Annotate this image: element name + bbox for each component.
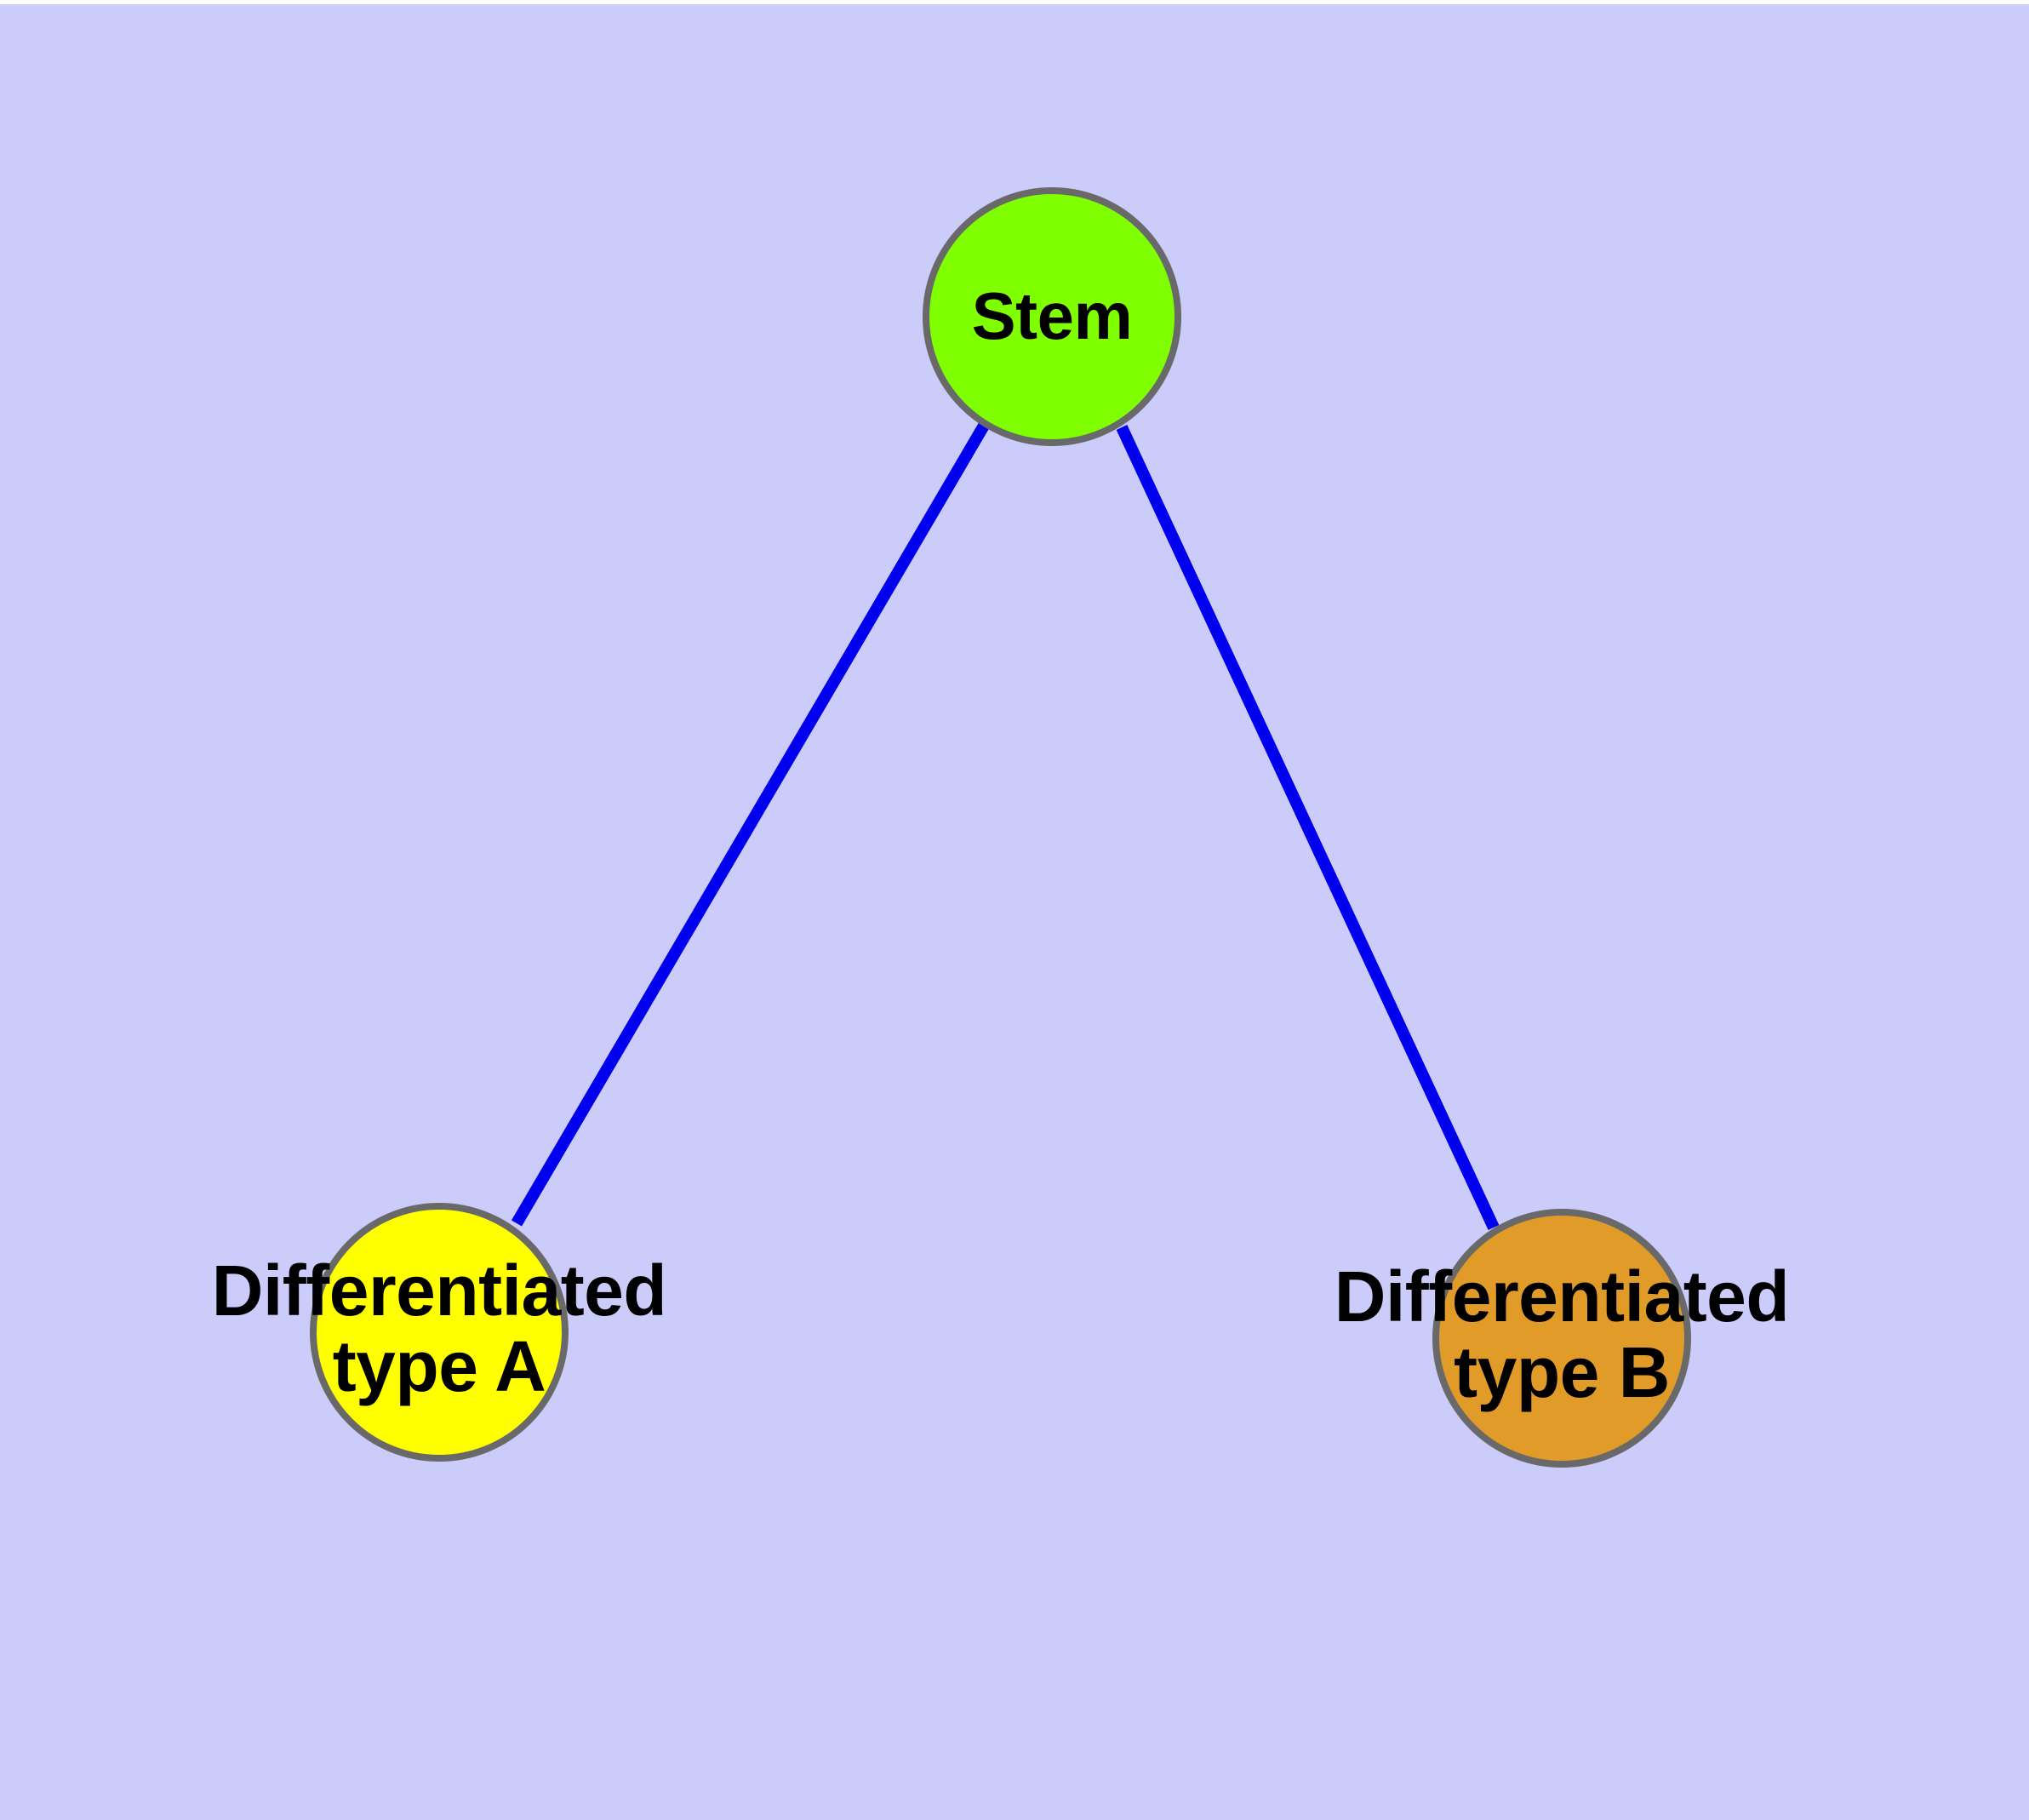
node-differentiated-type-a[interactable]: [310, 1203, 569, 1462]
node-differentiated-type-b[interactable]: [1432, 1209, 1691, 1468]
edge-stem-to-differentiated-type-b: [1116, 425, 1500, 1230]
edge-stem-to-differentiated-type-a: [511, 422, 990, 1227]
node-stem[interactable]: [923, 187, 1181, 446]
node-layer: [310, 187, 1691, 1468]
edge-layer: [511, 422, 1500, 1230]
